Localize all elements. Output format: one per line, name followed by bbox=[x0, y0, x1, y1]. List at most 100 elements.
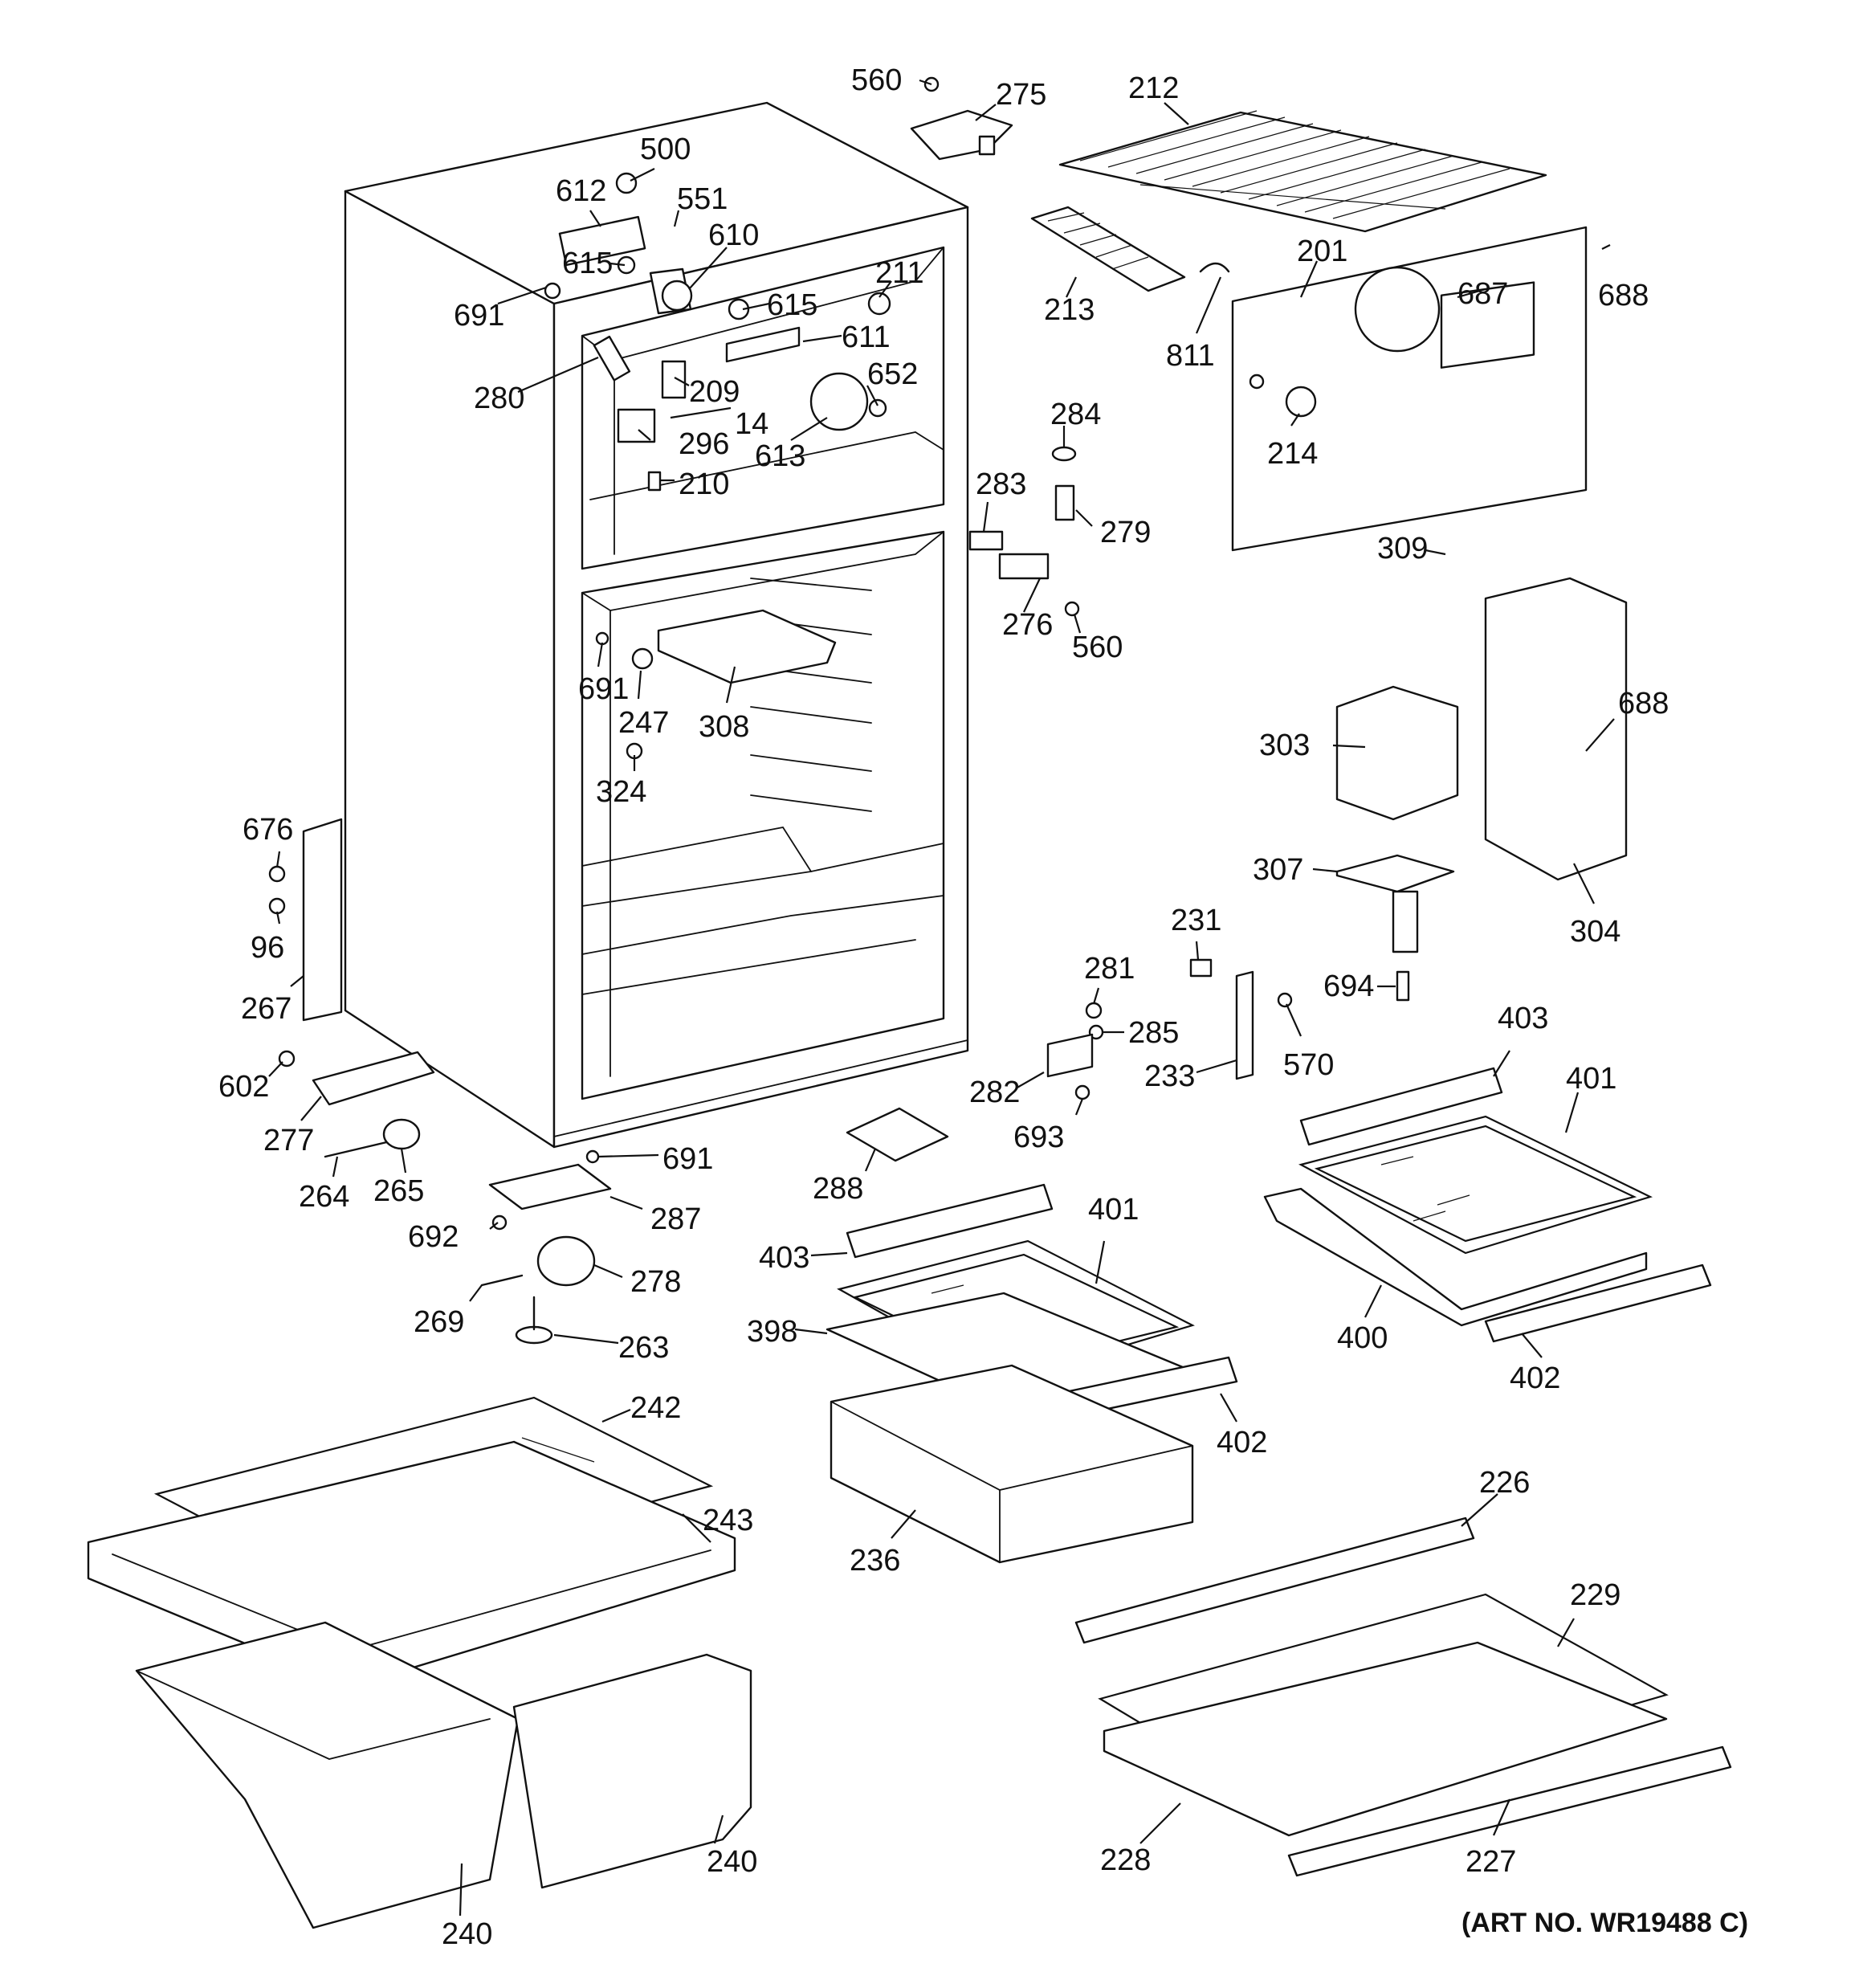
roller-bracket bbox=[846, 1107, 949, 1162]
callout-402: 402 bbox=[1217, 1426, 1267, 1459]
callout-283: 283 bbox=[976, 467, 1026, 501]
callout-303: 303 bbox=[1259, 729, 1310, 762]
callout-400: 400 bbox=[1337, 1321, 1388, 1355]
callout-692: 692 bbox=[408, 1220, 459, 1254]
callout-247: 247 bbox=[618, 706, 669, 740]
callout-676: 676 bbox=[243, 813, 293, 847]
callout-228: 228 bbox=[1100, 1843, 1151, 1877]
callout-279: 279 bbox=[1100, 516, 1151, 549]
callout-610: 610 bbox=[708, 218, 759, 252]
callout-212: 212 bbox=[1128, 71, 1179, 105]
callout-611: 611 bbox=[842, 320, 891, 354]
callout-214: 214 bbox=[1267, 437, 1318, 471]
callout-693: 693 bbox=[1013, 1121, 1064, 1154]
callout-615: 615 bbox=[767, 288, 817, 322]
callout-278: 278 bbox=[630, 1265, 681, 1299]
callout-263: 263 bbox=[618, 1331, 669, 1365]
callout-236: 236 bbox=[850, 1544, 900, 1578]
callout-324: 324 bbox=[596, 775, 646, 809]
callout-691: 691 bbox=[578, 672, 629, 706]
callout-213: 213 bbox=[1044, 293, 1095, 327]
callout-96: 96 bbox=[251, 931, 284, 965]
callout-560: 560 bbox=[1072, 631, 1123, 664]
crisper-drawer-shelf-assembly bbox=[826, 1183, 1238, 1564]
callout-233: 233 bbox=[1144, 1059, 1195, 1093]
callout-296: 296 bbox=[679, 427, 729, 461]
callout-687: 687 bbox=[1457, 277, 1508, 311]
callout-209: 209 bbox=[689, 375, 740, 409]
callout-615: 615 bbox=[562, 247, 613, 280]
callout-269: 269 bbox=[414, 1305, 464, 1339]
callout-287: 287 bbox=[650, 1202, 701, 1236]
callout-691: 691 bbox=[454, 299, 504, 333]
callout-265: 265 bbox=[373, 1174, 424, 1208]
crisper-pans-assembly bbox=[87, 1396, 752, 1929]
callout-652: 652 bbox=[867, 357, 918, 391]
callout-560: 560 bbox=[851, 63, 902, 97]
shelf-support-parts bbox=[1046, 958, 1293, 1100]
top-hinge bbox=[910, 76, 1013, 161]
callout-401: 401 bbox=[1088, 1193, 1139, 1227]
callout-551: 551 bbox=[677, 182, 728, 216]
water-dispenser-assembly bbox=[1335, 577, 1628, 1002]
callout-281: 281 bbox=[1084, 952, 1135, 986]
callout-500: 500 bbox=[640, 133, 691, 166]
callout-688: 688 bbox=[1618, 687, 1669, 720]
callout-231: 231 bbox=[1171, 904, 1221, 937]
callout-227: 227 bbox=[1466, 1845, 1516, 1879]
callout-201: 201 bbox=[1297, 235, 1347, 268]
callout-226: 226 bbox=[1479, 1466, 1530, 1500]
callout-280: 280 bbox=[474, 382, 524, 415]
callout-811: 811 bbox=[1166, 339, 1215, 373]
callout-402: 402 bbox=[1510, 1361, 1560, 1395]
callout-229: 229 bbox=[1570, 1578, 1620, 1612]
callout-403: 403 bbox=[1498, 1002, 1548, 1035]
callout-694: 694 bbox=[1323, 970, 1374, 1003]
callout-307: 307 bbox=[1253, 853, 1303, 887]
callout-288: 288 bbox=[813, 1172, 863, 1206]
callout-403: 403 bbox=[759, 1241, 809, 1275]
bottom-glass-shelf-assembly bbox=[1074, 1517, 1732, 1877]
callout-267: 267 bbox=[241, 992, 291, 1026]
callout-276: 276 bbox=[1002, 608, 1053, 642]
callout-277: 277 bbox=[263, 1124, 314, 1157]
callout-264: 264 bbox=[299, 1180, 349, 1214]
callout-612: 612 bbox=[556, 174, 606, 208]
freezer-control-parts bbox=[544, 172, 891, 492]
callout-602: 602 bbox=[218, 1070, 269, 1104]
side-hinge-bracket bbox=[268, 818, 343, 1022]
callout-691: 691 bbox=[662, 1142, 713, 1176]
art-number: (ART NO. WR19488 C) bbox=[1461, 1908, 1748, 1938]
freezer-wire-shelf bbox=[1058, 110, 1547, 233]
callout-284: 284 bbox=[1050, 398, 1101, 431]
callout-570: 570 bbox=[1283, 1048, 1334, 1082]
callout-282: 282 bbox=[969, 1076, 1020, 1109]
label-plate bbox=[1440, 281, 1535, 369]
callout-401: 401 bbox=[1566, 1062, 1616, 1096]
callout-240: 240 bbox=[707, 1845, 757, 1879]
callout-210: 210 bbox=[679, 467, 729, 501]
ice-tray bbox=[1030, 206, 1186, 292]
callout-242: 242 bbox=[630, 1391, 681, 1425]
callout-labels: 560 275 212 500 612 551 610 615 691 211 … bbox=[218, 63, 1669, 1951]
fresh-food-control-parts bbox=[595, 609, 837, 760]
thermostat-bracket bbox=[968, 446, 1080, 617]
callout-285: 285 bbox=[1128, 1016, 1179, 1050]
callout-309: 309 bbox=[1377, 532, 1428, 565]
callout-240: 240 bbox=[442, 1917, 492, 1951]
adjustable-glass-shelf-assembly bbox=[1263, 1067, 1712, 1343]
callout-14: 14 bbox=[735, 407, 768, 441]
callout-688: 688 bbox=[1598, 279, 1649, 312]
bottom-hinge-parts bbox=[278, 1050, 612, 1345]
callout-243: 243 bbox=[703, 1504, 753, 1537]
refrigerator-cabinet bbox=[344, 101, 969, 1149]
leader-lines bbox=[268, 79, 1615, 1917]
callout-211: 211 bbox=[875, 256, 924, 290]
callout-398: 398 bbox=[747, 1315, 797, 1349]
callout-275: 275 bbox=[996, 78, 1046, 112]
callout-613: 613 bbox=[755, 439, 805, 473]
callout-308: 308 bbox=[699, 710, 749, 744]
callout-304: 304 bbox=[1570, 915, 1620, 949]
freezer-evaporator-cover bbox=[1199, 226, 1588, 552]
